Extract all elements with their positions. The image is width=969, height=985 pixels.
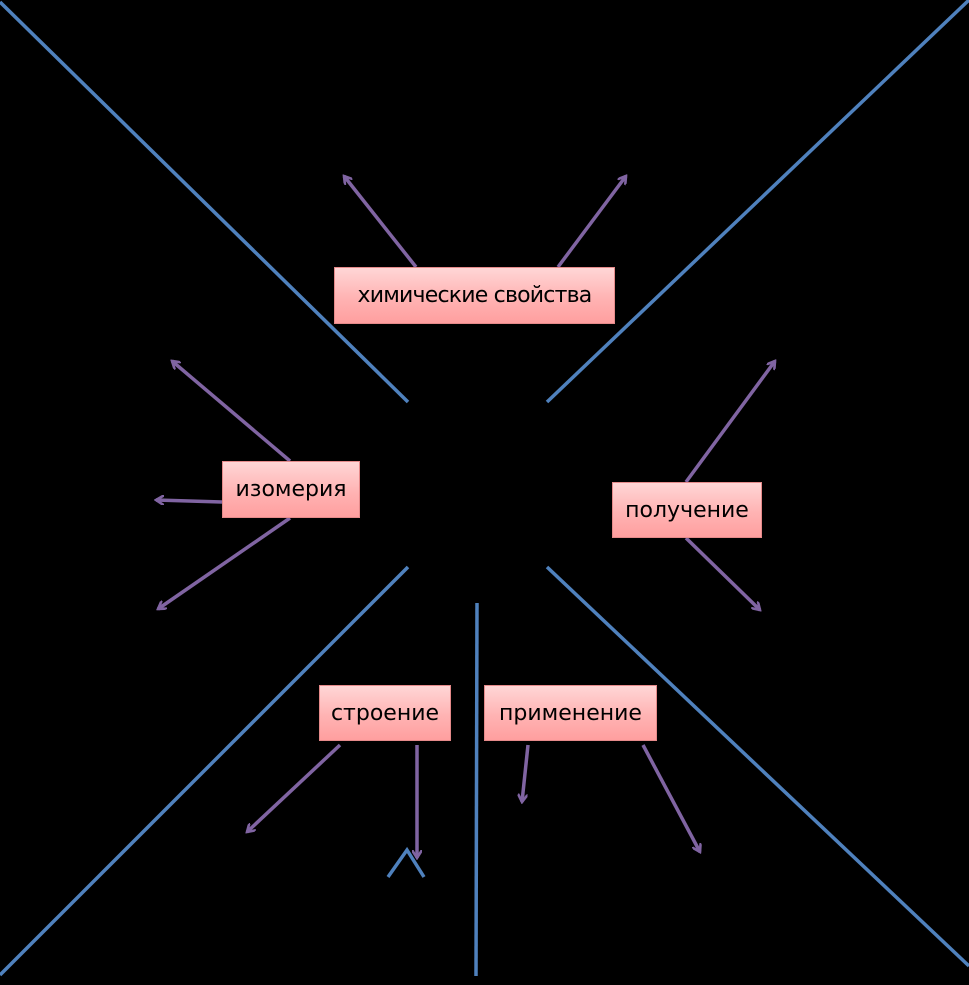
node-structure: строение [319, 685, 451, 741]
arrow-iso-left [156, 500, 223, 502]
node-chemical-properties: химические свойства [334, 267, 615, 324]
arrow-apply-left [522, 744, 530, 802]
arrow-prod-up [684, 361, 775, 484]
divider-bottom-left [0, 565, 410, 977]
node-label: применение [499, 700, 642, 726]
node-label: получение [625, 497, 749, 523]
node-label: химические свойства [357, 283, 593, 308]
arrow-iso-down [158, 516, 291, 611]
node-label: изомерия [235, 477, 347, 502]
arrow-apply-right [641, 744, 700, 852]
divider-top-right [545, 0, 969, 404]
divider-vertical [474, 602, 479, 977]
node-production: получение [612, 482, 762, 538]
node-label: строение [330, 700, 440, 726]
divider-small-wedge [386, 846, 426, 879]
node-isomerism: изомерия [222, 461, 360, 518]
arrow-struct-left [247, 743, 342, 832]
arrow-prod-down [684, 536, 760, 610]
node-application: применение [484, 685, 657, 741]
arrow-iso-up [172, 361, 292, 463]
divider-bottom-right [545, 565, 969, 968]
arrow-chem-left [344, 176, 418, 269]
divider-top-left [0, 0, 410, 404]
arrow-chem-right [556, 176, 626, 269]
